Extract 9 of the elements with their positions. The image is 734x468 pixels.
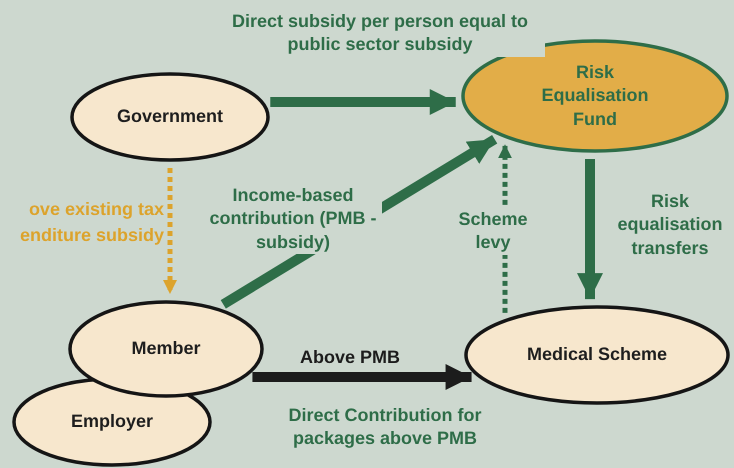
arrow: [252, 364, 472, 390]
node-label: Employer: [70, 410, 154, 434]
arrow: [270, 89, 456, 115]
dotted-arrow: [163, 168, 177, 294]
node-label: Risk Equalisation Fund: [540, 60, 650, 131]
node-label: Government: [116, 105, 224, 128]
arrow: [577, 158, 603, 300]
node-label: Member: [131, 337, 201, 360]
node-label: Medical Scheme: [526, 343, 668, 366]
